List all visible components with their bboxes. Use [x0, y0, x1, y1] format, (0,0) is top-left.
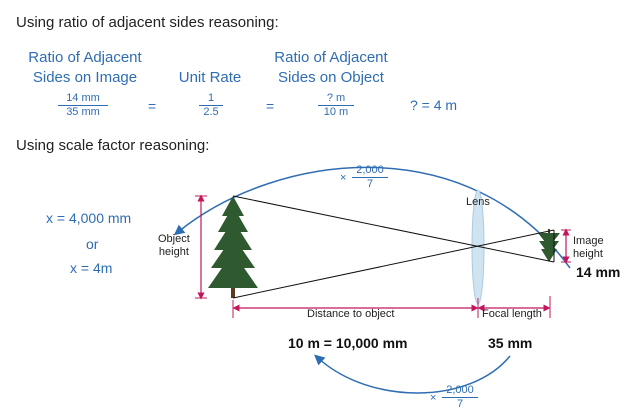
object-height-label: Object height: [158, 233, 190, 259]
distance-value: 10 m = 10,000 mm: [288, 335, 408, 351]
top-factor-times: ×: [340, 172, 347, 184]
top-scale-arc: [173, 166, 571, 269]
top-factor-den: 7: [366, 178, 374, 190]
result-line-1: x = 4,000 mm: [46, 210, 132, 226]
fraction-unit-den: 2.5: [203, 106, 219, 118]
image-height-label-line1: Image: [573, 235, 604, 247]
col-header-object-line1: Ratio of Adjacent: [274, 49, 388, 66]
tree-icon: [208, 196, 258, 298]
object-height-label-line1: Object: [158, 233, 190, 245]
col-header-unit: Unit Rate: [178, 69, 242, 86]
bottom-factor-times: ×: [430, 392, 437, 404]
equals-sign-1: =: [148, 98, 157, 114]
bottom-scale-arc: [314, 354, 511, 394]
scale-heading: Using scale factor reasoning:: [16, 137, 210, 154]
col-header-image-line2: Sides on Image: [32, 69, 138, 86]
object-height-label-line2: height: [158, 246, 189, 258]
image-height-label-line2: height: [573, 248, 603, 260]
fraction-object-den: 10 m: [323, 106, 349, 118]
answer-text: ? = 4 m: [410, 97, 458, 113]
fraction-unit: 1 2.5: [199, 92, 223, 119]
ray-bottom: [232, 229, 555, 299]
inverted-tree-icon: [538, 229, 560, 262]
bottom-factor-num: 2,000: [442, 384, 478, 398]
ratio-heading: Using ratio of adjacent sides reasoning:: [16, 14, 279, 31]
col-header-object: Ratio of Adjacent Sides on Object: [262, 48, 400, 88]
bottom-factor-fraction: 2,000 7: [442, 384, 478, 411]
fraction-image-num: 14 mm: [58, 92, 108, 106]
top-factor-fraction: 2,000 7: [352, 164, 388, 191]
image-height-label: Image height: [573, 235, 604, 261]
col-header-object-line2: Sides on Object: [278, 69, 384, 86]
ray-top: [232, 195, 555, 263]
bottom-factor-den: 7: [456, 398, 464, 410]
fraction-image-den: 35 mm: [66, 106, 100, 118]
equals-sign-2: =: [266, 98, 275, 114]
focal-label: Focal length: [482, 308, 542, 320]
result-line-2: or: [86, 236, 99, 252]
top-factor-num: 2,000: [352, 164, 388, 178]
lens-label: Lens: [466, 196, 490, 208]
image-height-value: 14 mm: [576, 264, 621, 280]
fraction-object-num: ? m: [318, 92, 354, 106]
fraction-object: ? m 10 m: [318, 92, 354, 119]
fraction-image: 14 mm 35 mm: [58, 92, 108, 119]
result-line-3: x = 4m: [70, 260, 113, 276]
fraction-unit-num: 1: [199, 92, 223, 106]
focal-value: 35 mm: [488, 335, 533, 351]
distance-label: Distance to object: [307, 308, 395, 320]
col-header-image-line1: Ratio of Adjacent: [28, 49, 142, 66]
col-header-image: Ratio of Adjacent Sides on Image: [18, 48, 152, 88]
